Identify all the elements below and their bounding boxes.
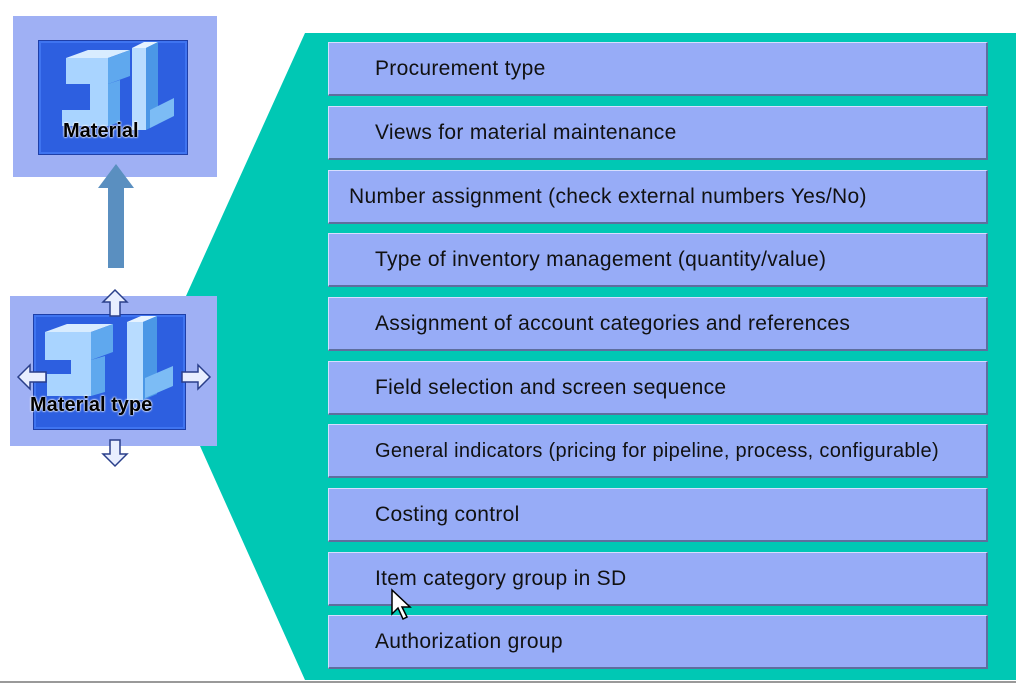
mouse-pointer-icon bbox=[391, 588, 412, 621]
attribute-procurement-type: Procurement type bbox=[328, 42, 988, 96]
attribute-label: Authorization group bbox=[375, 629, 563, 653]
attribute-authorization-group: Authorization group bbox=[328, 615, 988, 669]
arrow-right-small-icon bbox=[181, 363, 212, 391]
arrow-up-small-icon bbox=[101, 288, 129, 317]
arrow-up-icon bbox=[98, 164, 134, 268]
blocks-icon bbox=[45, 316, 173, 400]
attribute-label: Procurement type bbox=[375, 56, 546, 80]
attribute-label: Costing control bbox=[375, 502, 520, 526]
attribute-label: Assignment of account categories and ref… bbox=[375, 311, 851, 335]
attribute-account-categories: Assignment of account categories and ref… bbox=[328, 297, 988, 351]
arrow-down-small-icon bbox=[101, 439, 129, 468]
attribute-label: Number assignment (check external number… bbox=[349, 184, 867, 208]
attribute-number-assignment: Number assignment (check external number… bbox=[328, 170, 988, 224]
material-label: Material bbox=[63, 120, 139, 142]
blocks-icon bbox=[62, 42, 174, 130]
attribute-label: Type of inventory management (quantity/v… bbox=[375, 247, 827, 271]
arrow-left-small-icon bbox=[16, 363, 47, 391]
attribute-label: Field selection and screen sequence bbox=[375, 375, 727, 399]
attribute-label: Item category group in SD bbox=[375, 566, 627, 590]
material-type-label: Material type bbox=[30, 394, 153, 416]
attribute-inventory-management: Type of inventory management (quantity/v… bbox=[328, 233, 988, 287]
attribute-item-category-group: Item category group in SD bbox=[328, 552, 988, 606]
attribute-field-selection: Field selection and screen sequence bbox=[328, 361, 988, 415]
attribute-label: General indicators (pricing for pipeline… bbox=[375, 439, 939, 462]
attribute-costing-control: Costing control bbox=[328, 488, 988, 542]
attribute-label: Views for material maintenance bbox=[375, 120, 677, 144]
attribute-general-indicators: General indicators (pricing for pipeline… bbox=[328, 424, 988, 478]
attribute-views: Views for material maintenance bbox=[328, 106, 988, 160]
